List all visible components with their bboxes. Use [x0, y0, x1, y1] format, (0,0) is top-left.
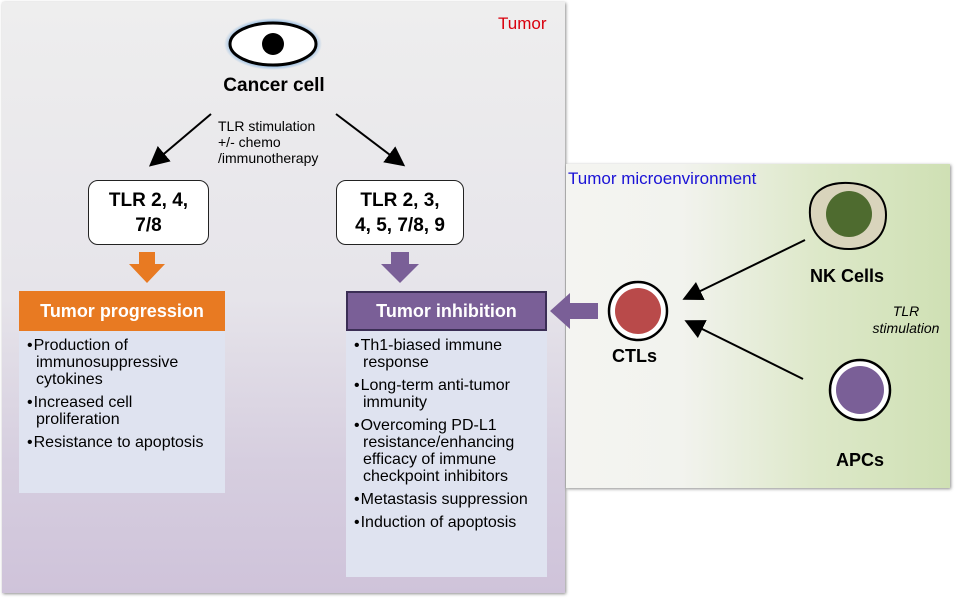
tumor-inhibition-header: Tumor inhibition [346, 291, 547, 331]
nk-cells-label: NK Cells [810, 266, 885, 286]
stimulation-line-3: /immunotherapy [218, 150, 319, 166]
list-item: Th1-biased immune response [354, 337, 539, 371]
cancer-cell-icon [224, 18, 322, 70]
tumor-label: Tumor [498, 14, 547, 33]
tumor-microenvironment-label: Tumor microenvironment [568, 169, 757, 188]
nk-cell-icon [808, 181, 888, 251]
list-item: Increased cell proliferation [27, 394, 217, 428]
list-item: Metastasis suppression [354, 491, 539, 508]
arrow-to-left-tlr [148, 113, 212, 167]
list-item: Induction of apoptosis [354, 514, 539, 531]
tumor-inhibition-list: Th1-biased immune response Long-term ant… [346, 331, 547, 577]
list-item: Long-term anti-tumor immunity [354, 377, 539, 411]
tlr-box-left: TLR 2, 4, 7/8 [88, 180, 209, 245]
apc-cell-icon [828, 358, 892, 422]
arrow-to-right-tlr [335, 113, 406, 167]
tumor-progression-list: Production of immunosuppressive cytokine… [19, 331, 225, 493]
tumor-progression-header: Tumor progression [19, 291, 225, 331]
list-item: Resistance to apoptosis [27, 434, 217, 451]
orange-down-arrow [129, 252, 165, 283]
stimulation-text: TLR stimulation +/- chemo /immunotherapy [218, 118, 318, 166]
ctl-cell-icon [607, 280, 669, 342]
stimulation-line-1: TLR stimulation [218, 118, 316, 134]
list-item: Production of immunosuppressive cytokine… [27, 337, 217, 388]
apc-label: APCs [836, 450, 885, 470]
tlr-stimulation-label: TLR stimulation [872, 303, 940, 336]
tlr-box-right: TLR 2, 3, 4, 5, 7/8, 9 [336, 180, 464, 245]
list-item: Overcoming PD-L1 resistance/enhancing ef… [354, 417, 539, 485]
arrow-nk-to-ctl [682, 239, 806, 300]
purple-down-arrow [381, 252, 419, 283]
ctl-label: CTLs [612, 346, 657, 366]
arrow-apc-to-ctl [684, 320, 804, 380]
purple-left-arrow [550, 293, 598, 329]
stimulation-line-2: +/- chemo [218, 134, 281, 150]
cancer-cell-label: Cancer cell [223, 75, 325, 96]
